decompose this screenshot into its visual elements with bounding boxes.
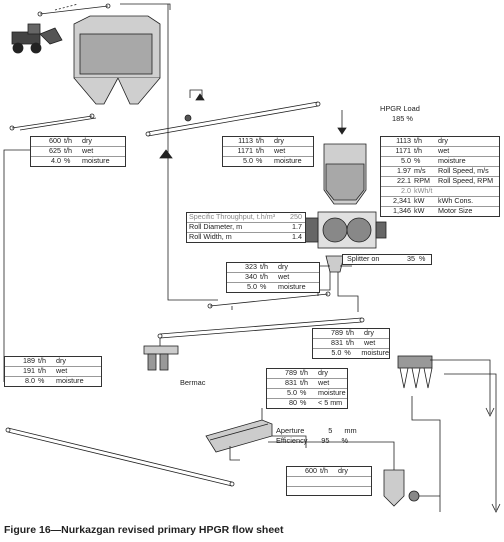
stream-row	[287, 477, 371, 487]
hpgr-feed-conveyor	[147, 101, 319, 133]
hpgr-load-value: 185 %	[392, 114, 413, 123]
cyclone-icon	[397, 355, 433, 389]
screen-icon	[205, 419, 273, 461]
param-row: 5.0%moisture	[381, 156, 499, 167]
bermac-icon	[143, 345, 179, 371]
figure-caption: Figure 16—Nurkazgan revised primary HPGR…	[4, 524, 284, 536]
pump-sump-icon	[383, 469, 440, 507]
stream-row: 5.0%moisture	[247, 282, 306, 292]
stream-row: 5.0%moisture	[267, 388, 347, 399]
bermac-label: Bermac	[180, 378, 206, 387]
hpgr-bin	[323, 110, 367, 205]
stream-row: 5.0%moisture	[331, 348, 389, 358]
loader-truck-icon	[11, 23, 63, 54]
stream-row: 80%< 5 mm	[289, 398, 343, 408]
stream-row: 4.0%moisture	[51, 156, 110, 166]
stream-row: 8.0%moisture	[25, 376, 84, 386]
stream-row: 5.0%moisture	[243, 156, 302, 166]
stream-row	[287, 487, 371, 496]
hpgr-load-title: HPGR Load	[380, 104, 420, 113]
feed-silo	[73, 15, 161, 105]
bypass-conveyor	[7, 427, 233, 483]
feed-conveyor	[39, 5, 109, 15]
hpgr-machine	[301, 211, 387, 249]
